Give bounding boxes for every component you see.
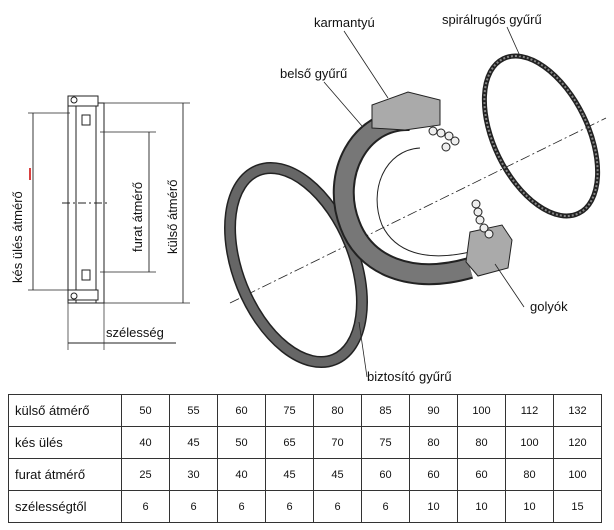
balls-bottom bbox=[471, 199, 494, 239]
row-label: külső átmérő bbox=[8, 394, 122, 427]
table-cell: 55 bbox=[169, 394, 218, 427]
table-cell: 75 bbox=[265, 394, 314, 427]
table-cell: 10 bbox=[409, 490, 458, 523]
table-cell: 6 bbox=[313, 490, 362, 523]
table-cell: 6 bbox=[265, 490, 314, 523]
table-cell: 40 bbox=[121, 426, 170, 459]
table-cell: 6 bbox=[169, 490, 218, 523]
table-cell: 50 bbox=[217, 426, 266, 459]
bottom-flange bbox=[67, 289, 99, 301]
table-cell: 25 bbox=[121, 458, 170, 491]
table-cell: 45 bbox=[265, 458, 314, 491]
table-cell: 80 bbox=[313, 394, 362, 427]
exploded-axis bbox=[229, 117, 607, 304]
row-label: furat átmérő bbox=[8, 458, 122, 491]
table-cell: 45 bbox=[313, 458, 362, 491]
table-cell: 30 bbox=[169, 458, 218, 491]
row-label: kés ülés bbox=[8, 426, 122, 459]
table-cell: 40 bbox=[217, 458, 266, 491]
label-furat-atmero: furat átmérő bbox=[130, 182, 145, 252]
bearing-diagram: kés ülés átmérő furat átmérő külső átmér… bbox=[10, 12, 607, 384]
row-label: szélességtől bbox=[8, 490, 122, 523]
table-cell: 50 bbox=[121, 394, 170, 427]
label-kulso-atmero: külső átmérő bbox=[165, 180, 180, 254]
table-cell: 80 bbox=[409, 426, 458, 459]
table-cell: 112 bbox=[505, 394, 554, 427]
label-szelesseg: szélesség bbox=[106, 325, 164, 340]
karmantyu-block bbox=[371, 91, 441, 131]
table-cell: 100 bbox=[457, 394, 506, 427]
label-karmantyu: karmantyú bbox=[314, 15, 375, 30]
top-flange bbox=[67, 95, 99, 107]
bottom-sleeve-block bbox=[465, 224, 513, 277]
table-cell: 100 bbox=[553, 458, 602, 491]
balls-top bbox=[428, 126, 460, 152]
table-cell: 60 bbox=[409, 458, 458, 491]
leader-lines bbox=[323, 26, 525, 378]
label-kes-ules-atmero: kés ülés átmérő bbox=[10, 191, 25, 283]
inner-ring-assembly bbox=[332, 91, 513, 286]
label-biztosito-gyuru: biztosító gyűrű bbox=[367, 369, 452, 384]
table-cell: 132 bbox=[553, 394, 602, 427]
table-cell: 90 bbox=[409, 394, 458, 427]
table-cell: 15 bbox=[553, 490, 602, 523]
table-cell: 10 bbox=[457, 490, 506, 523]
label-golyok: golyók bbox=[530, 299, 568, 314]
table-cell: 120 bbox=[553, 426, 602, 459]
table-cell: 85 bbox=[361, 394, 410, 427]
table-cell: 80 bbox=[457, 426, 506, 459]
table-cell: 6 bbox=[121, 490, 170, 523]
table-cell: 100 bbox=[505, 426, 554, 459]
table-cell: 60 bbox=[361, 458, 410, 491]
table-cell: 70 bbox=[313, 426, 362, 459]
table-cell: 65 bbox=[265, 426, 314, 459]
label-belso-gyuru: belső gyűrű bbox=[280, 66, 347, 81]
label-spiralrugos-gyuru: spirálrugós gyűrű bbox=[442, 12, 542, 27]
table-cell: 60 bbox=[457, 458, 506, 491]
table-cell: 6 bbox=[361, 490, 410, 523]
table-cell: 80 bbox=[505, 458, 554, 491]
table-cell: 75 bbox=[361, 426, 410, 459]
cross-section-drawing bbox=[28, 95, 190, 350]
table-cell: 45 bbox=[169, 426, 218, 459]
table-cell: 6 bbox=[217, 490, 266, 523]
biztosito-gyuru-ring bbox=[224, 161, 368, 369]
spiralrugos-gyuru-ring bbox=[481, 53, 601, 219]
bottom-ball bbox=[81, 269, 91, 281]
top-ball bbox=[81, 114, 91, 126]
table-cell: 10 bbox=[505, 490, 554, 523]
table-cell: 60 bbox=[217, 394, 266, 427]
